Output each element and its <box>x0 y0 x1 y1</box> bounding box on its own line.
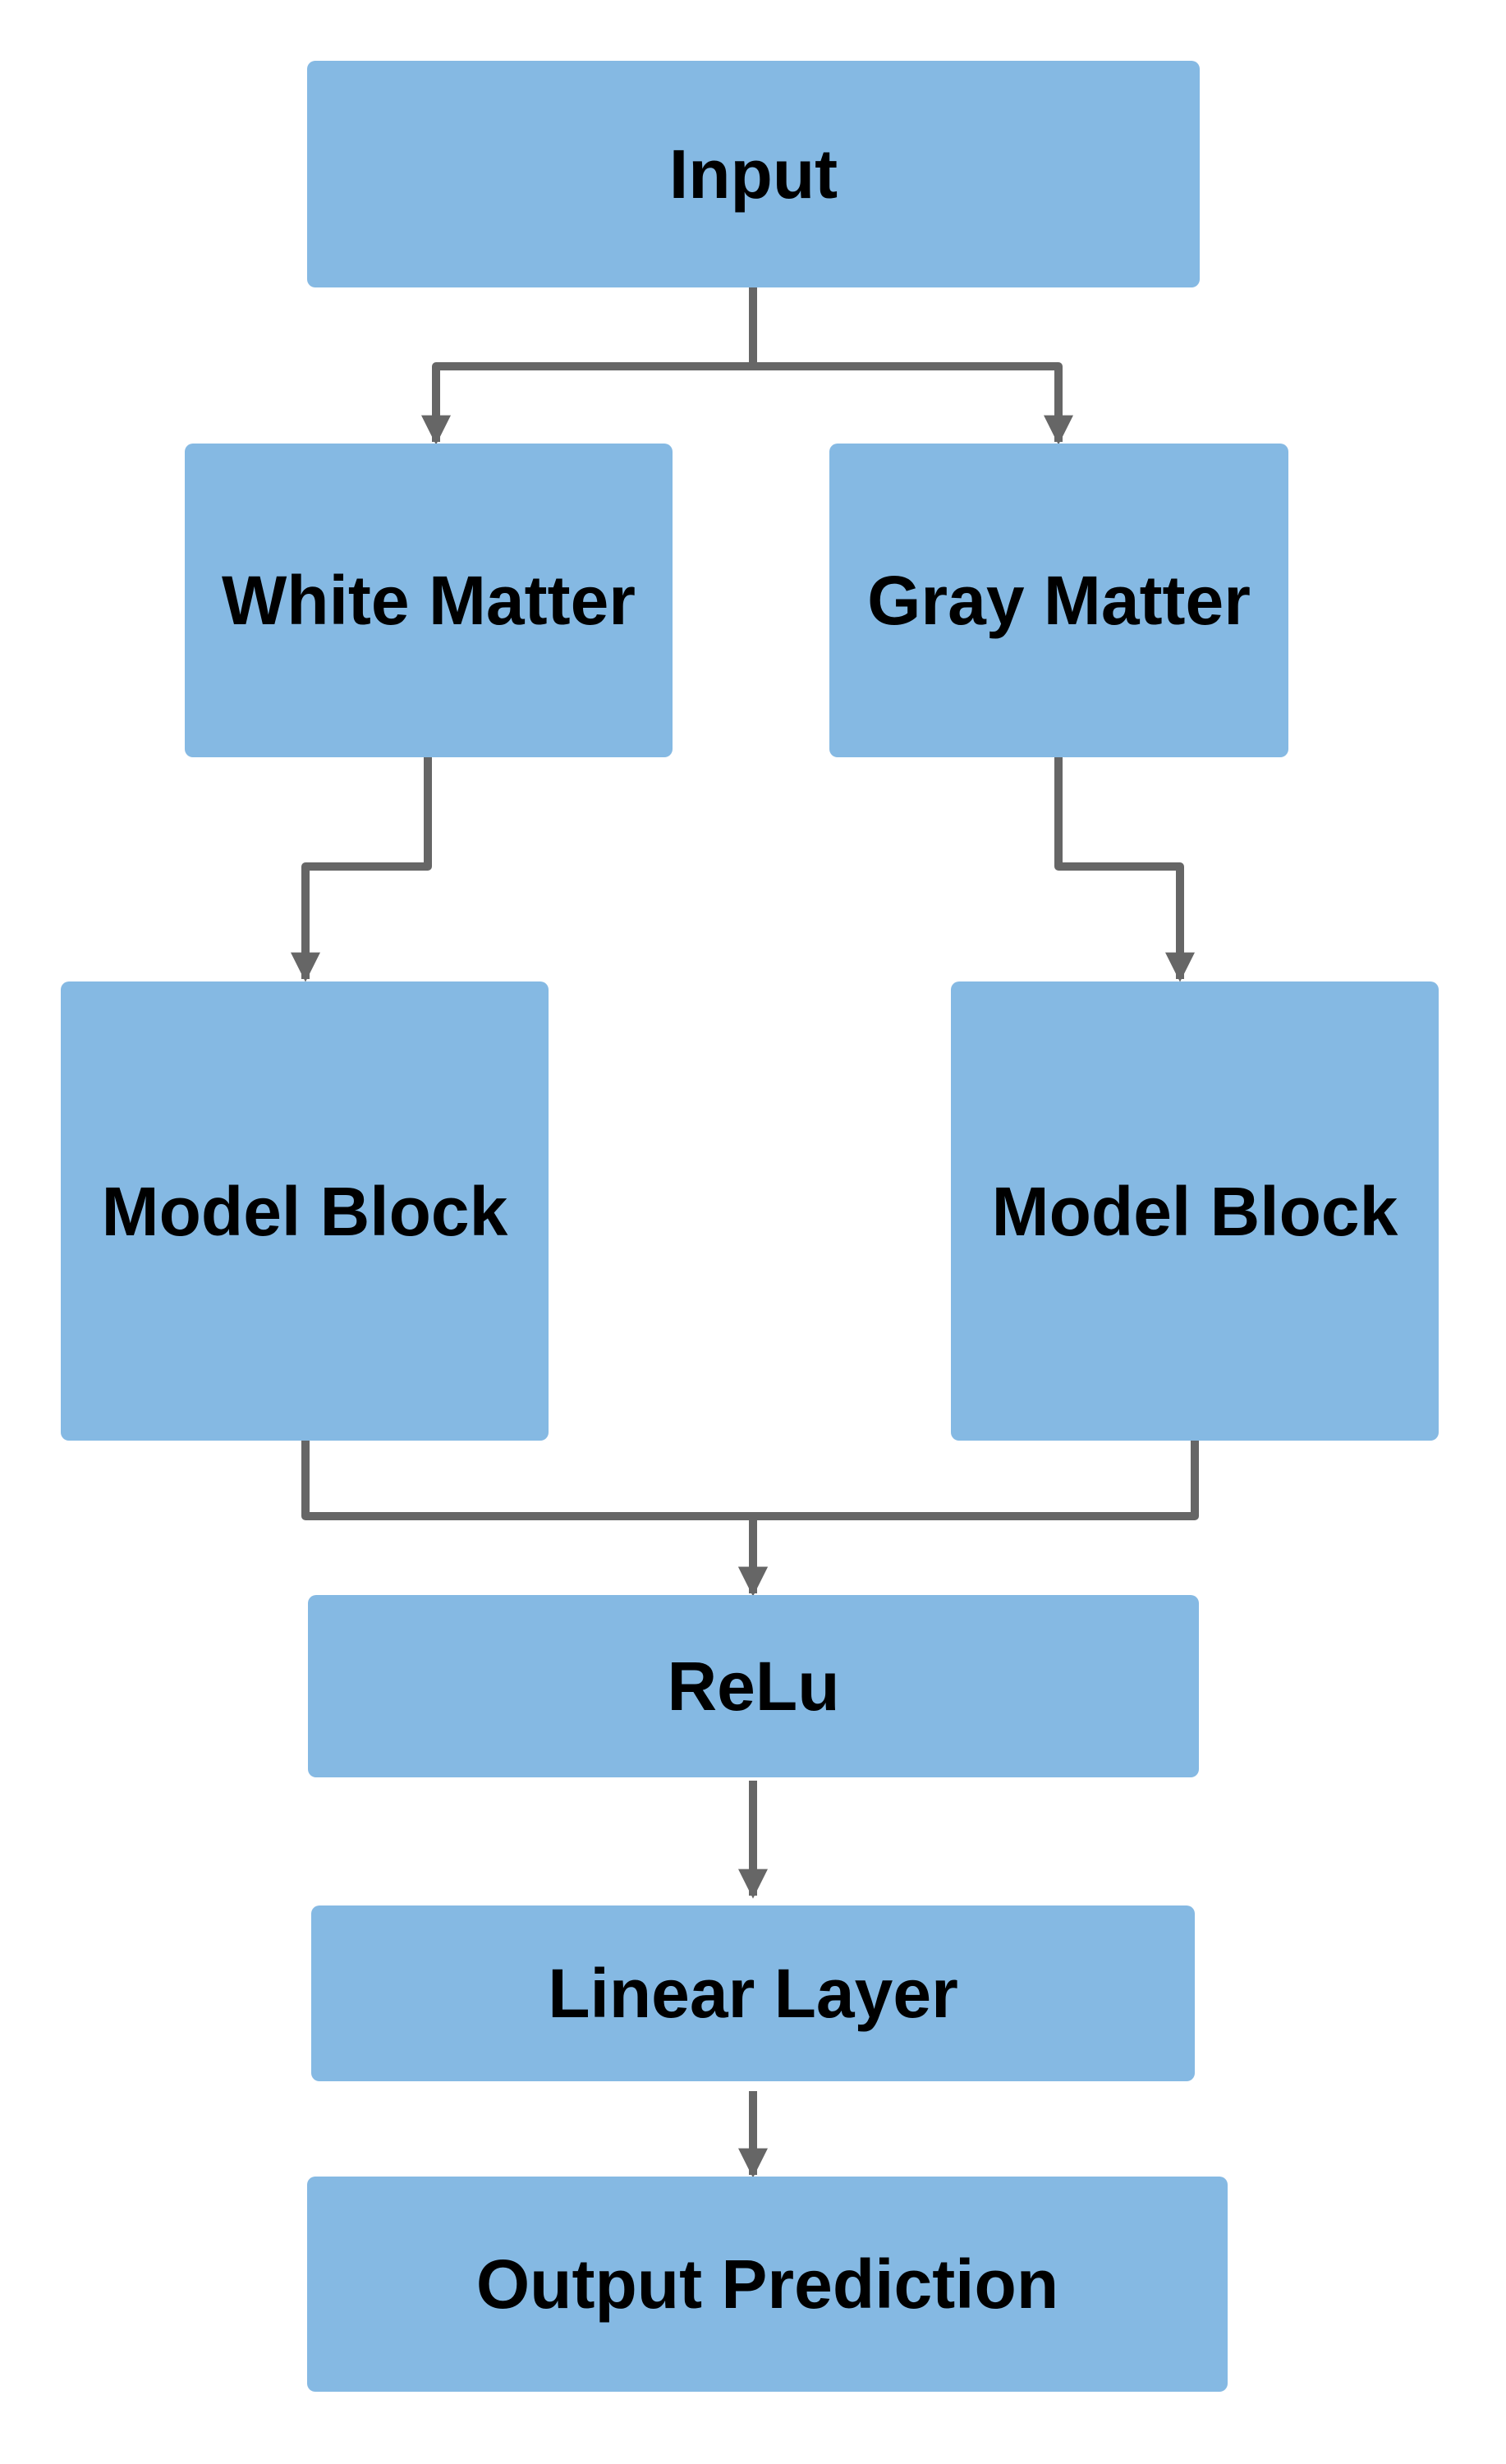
relu-node: ReLu <box>308 1595 1199 1777</box>
linear-layer-node-label: Linear Layer <box>548 1955 958 2032</box>
linear-layer-node: Linear Layer <box>311 1905 1195 2081</box>
edge-input-to-white-matter <box>421 287 757 445</box>
relu-node-label: ReLu <box>667 1648 840 1725</box>
edge-model-block-right-to-relu <box>738 1439 1199 1597</box>
output-prediction-node-label: Output Prediction <box>475 2246 1059 2323</box>
edge-white-matter-to-model-block-left <box>291 756 432 982</box>
model-block-right-node: Model Block <box>951 981 1439 1441</box>
gray-matter-node: Gray Matter <box>829 444 1288 757</box>
input-node: Input <box>307 61 1200 287</box>
edge-gray-matter-to-model-block-right <box>1054 756 1195 982</box>
output-prediction-node: Output Prediction <box>307 2177 1228 2392</box>
input-node-label: Input <box>668 136 838 213</box>
model-block-left-node-label: Model Block <box>101 1172 508 1250</box>
white-matter-node: White Matter <box>185 444 673 757</box>
edge-input-to-gray-matter <box>749 287 1073 445</box>
gray-matter-node-label: Gray Matter <box>867 562 1251 639</box>
edge-model-block-left-to-relu <box>301 1439 768 1597</box>
model-block-right-node-label: Model Block <box>991 1172 1398 1250</box>
white-matter-node-label: White Matter <box>222 562 636 639</box>
model-block-left-node: Model Block <box>61 981 549 1441</box>
